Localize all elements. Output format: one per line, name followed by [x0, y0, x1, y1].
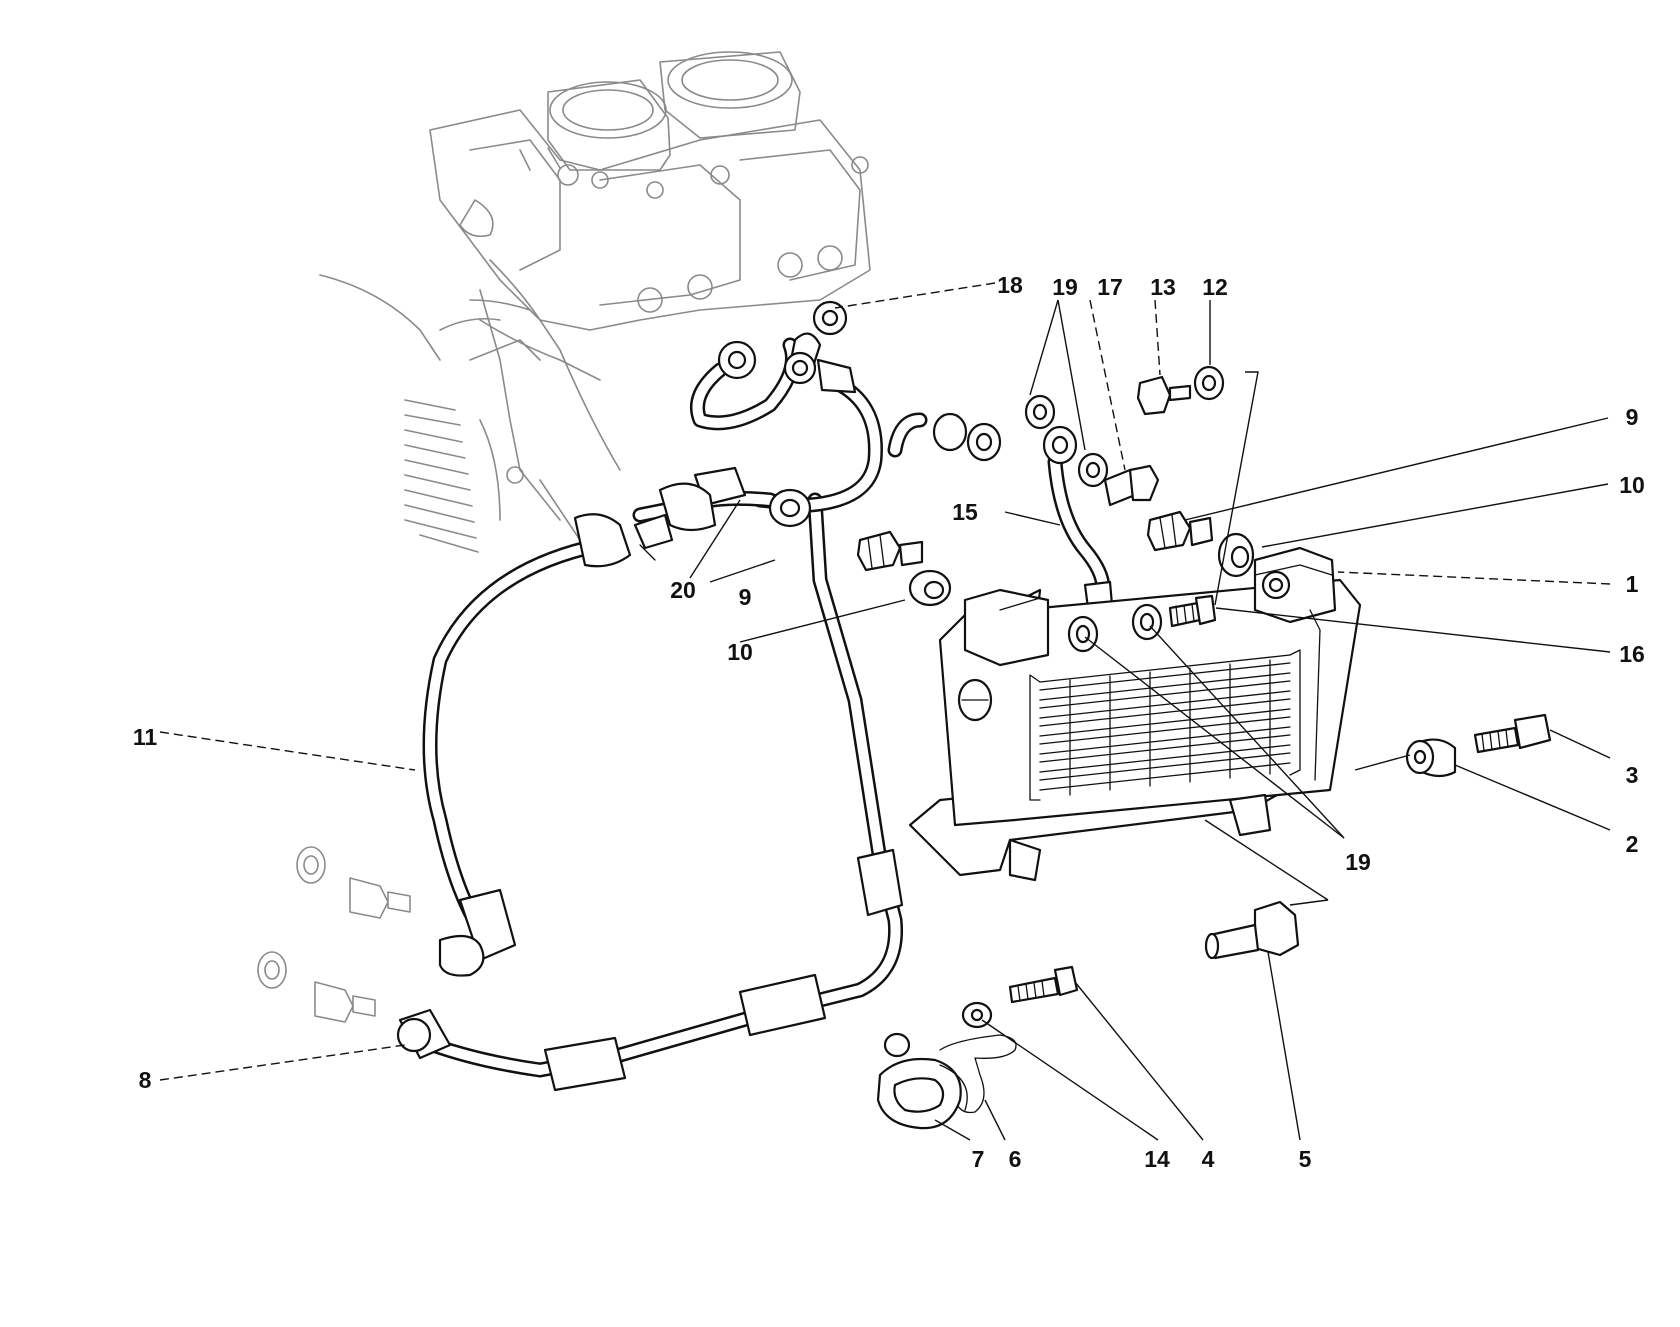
callout-6: 6: [1009, 1146, 1022, 1172]
part-19-washers: [1024, 394, 1163, 653]
hose-11: [422, 513, 632, 977]
part-10-sealing-ring-right: [1217, 532, 1255, 578]
callout-19-top: 19: [1052, 274, 1078, 300]
callout-17: 17: [1097, 274, 1123, 300]
part-9-fitting-left: [856, 530, 924, 572]
part-5-spacer: [1204, 900, 1300, 960]
callout-9-right: 9: [1626, 404, 1639, 430]
callout-14: 14: [1144, 1146, 1170, 1172]
part-2-rubber-mount: [1405, 738, 1457, 778]
hose-8: [396, 492, 904, 1092]
callout-5: 5: [1299, 1146, 1312, 1172]
cylinder-fins: [319, 274, 581, 553]
part-12-washer: [1193, 365, 1225, 401]
callout-10-left: 10: [727, 639, 753, 665]
callout-8: 8: [139, 1067, 152, 1093]
callout-20: 20: [670, 577, 696, 603]
hose-upper-loop: [632, 300, 1002, 561]
part-3-screw: [1473, 713, 1552, 754]
leader-lines: [159, 282, 1611, 1141]
callout-16: 16: [1619, 641, 1645, 667]
part-4-screw: [1008, 965, 1079, 1004]
part-6-o-ring: [883, 1032, 1017, 1114]
part-13-bolt: [1136, 375, 1192, 416]
callout-1: 1: [1626, 571, 1639, 597]
callout-2: 2: [1626, 831, 1639, 857]
callout-labels: 1 2 3 4 5 6 7 8 9 9 10 10 11 12 13 14 15…: [133, 272, 1645, 1172]
callout-7: 7: [972, 1146, 985, 1172]
engine-background: [257, 51, 871, 1023]
callout-10-right: 10: [1619, 472, 1645, 498]
callout-3: 3: [1626, 762, 1639, 788]
engine-union-fittings-bottom: [257, 846, 411, 1023]
callout-19-bottom: 19: [1345, 849, 1371, 875]
cylinder-head-block: [429, 109, 871, 331]
part-17-banjo-bolt: [1103, 464, 1160, 507]
part-16-screw: [1168, 594, 1217, 628]
callout-11: 11: [133, 724, 158, 750]
oil-cooler: [908, 546, 1362, 882]
throttle-body-right: [659, 51, 801, 139]
callout-9-left: 9: [739, 584, 752, 610]
callout-15: 15: [952, 499, 978, 525]
intake-manifold: [439, 259, 621, 521]
part-7-grommet: [876, 1057, 968, 1130]
part-10-sealing-ring-left: [908, 569, 952, 607]
part-9-fitting-right: [1146, 510, 1214, 552]
callout-4: 4: [1202, 1146, 1215, 1172]
callout-18: 18: [997, 272, 1023, 298]
callout-13: 13: [1150, 274, 1176, 300]
throttle-body-left: [547, 79, 671, 171]
callout-12: 12: [1202, 274, 1228, 300]
